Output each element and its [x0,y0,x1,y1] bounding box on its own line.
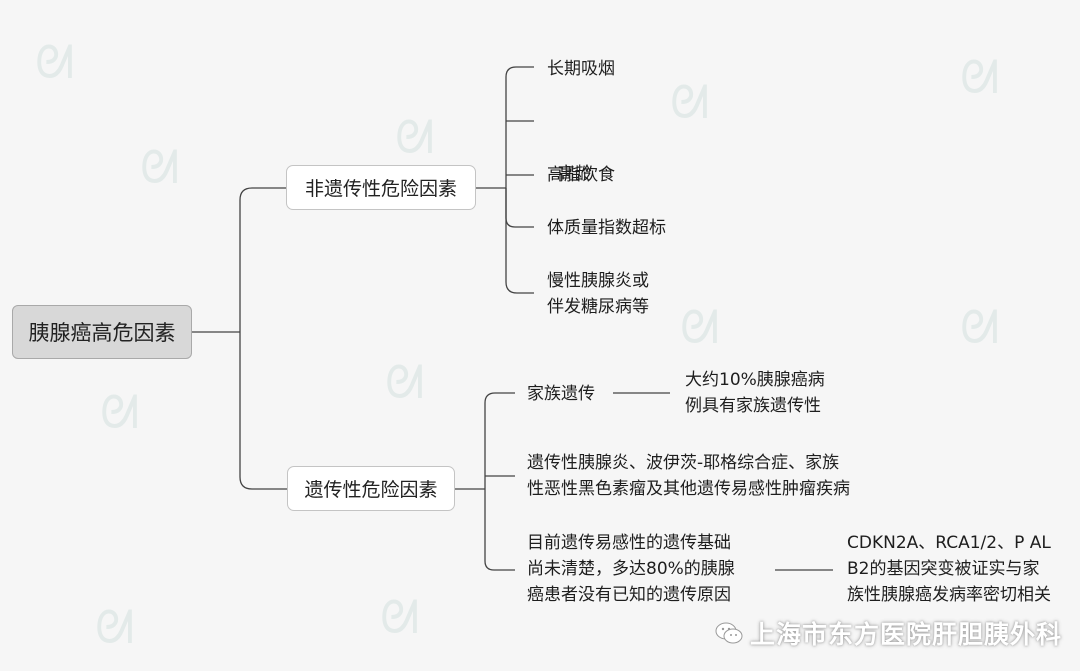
leaf-text-line-2: 性恶性黑色素瘤及其他遗传易感性肿瘤疾病 [527,479,850,499]
branch-genetic[interactable]: 遗传性危险因素 [287,466,455,511]
leaf-text: 高脂饮食 [547,165,615,185]
leaf-text-line-3: 族性胰腺癌发病率密切相关 [847,585,1051,605]
root-label: 胰腺癌高危因素 [28,321,176,345]
background-logo-icon: ᘛ [35,35,75,89]
leaf-family-detail[interactable]: 大约10%胰腺癌病 例具有家族遗传性 [685,367,825,419]
background-logo-icon: ᘛ [100,385,140,439]
background-logo-icon: ᘛ [680,300,720,354]
leaf-text-line-2: 伴发糖尿病等 [547,297,649,317]
background-logo-icon: ᘛ [960,50,1000,104]
background-logo-icon: ᘛ [95,600,135,654]
leaf-high-fat-diet[interactable]: 高脂饮食 [547,162,615,188]
watermark-text: 上海市东方医院肝胆胰外科 [749,620,1062,649]
connector-b1-leaf-1 [505,66,534,188]
connector-b2-leaf-1 [484,392,515,489]
connector-root-top [239,187,286,332]
leaf-syndromes[interactable]: 遗传性胰腺炎、波伊茨-耶格综合症、家族 性恶性黑色素瘤及其他遗传易感性肿瘤疾病 [527,450,850,502]
branch-non-genetic-label: 非遗传性危险因素 [304,178,457,200]
leaf-genetic-basis[interactable]: 目前遗传易感性的遗传基础 尚未清楚，多达80%的胰腺 癌患者没有已知的遗传原因 [527,530,735,608]
leaf-text-line-3: 癌患者没有已知的遗传原因 [527,585,731,605]
background-logo-icon: ᘛ [385,355,425,409]
leaf-text-line-1: 大约10%胰腺癌病 [685,370,825,390]
background-logo-icon: ᘛ [380,590,420,644]
leaf-pancreatitis-diabetes[interactable]: 慢性胰腺炎或 伴发糖尿病等 [547,268,649,320]
leaf-text: 体质量指数超标 [547,218,666,238]
background-logo-icon: ᘛ [140,140,180,194]
connector-b1-leaf-5 [505,188,534,294]
leaf-bmi[interactable]: 体质量指数超标 [547,215,666,241]
leaf-text-line-1: 遗传性胰腺炎、波伊茨-耶格综合症、家族 [527,453,840,473]
leaf-text-line-1: 目前遗传易感性的遗传基础 [527,533,731,553]
leaf-text: 长期吸烟 [547,59,615,79]
leaf-text-line-2: B2的基因突变被证实与家 [847,559,1040,579]
leaf-family-heredity[interactable]: 家族遗传 [527,381,595,407]
leaf-text-line-1: 慢性胰腺炎或 [547,271,649,291]
leaf-old-age[interactable]: 高龄 [547,109,592,239]
watermark: 上海市东方医院肝胆胰外科 [714,615,1062,651]
leaf-gene-mutations[interactable]: CDKN2A、RCA1/2、P AL B2的基因突变被证实与家 族性胰腺癌发病率… [847,530,1051,608]
leaf-text-line-2: 例具有家族遗传性 [685,396,821,416]
branch-genetic-label: 遗传性危险因素 [304,479,438,501]
root-node[interactable]: 胰腺癌高危因素 [12,305,192,359]
leaf-text-line-1: CDKN2A、RCA1/2、P AL [847,533,1051,553]
leaf-smoking[interactable]: 长期吸烟 [547,56,615,82]
branch-non-genetic[interactable]: 非遗传性危险因素 [286,165,476,210]
connector-b2-leaf-3 [484,489,515,571]
background-logo-icon: ᘛ [395,110,435,164]
leaf-text: 高龄 [547,164,592,184]
leaf-text-line-2: 尚未清楚，多达80%的胰腺 [527,559,735,579]
connector-b1-leaf-4 [505,188,534,228]
leaf-text: 家族遗传 [527,384,595,404]
wechat-icon [715,622,743,644]
background-logo-icon: ᘛ [960,300,1000,354]
connector-root-bottom [239,332,287,490]
background-logo-icon: ᘛ [670,75,710,129]
